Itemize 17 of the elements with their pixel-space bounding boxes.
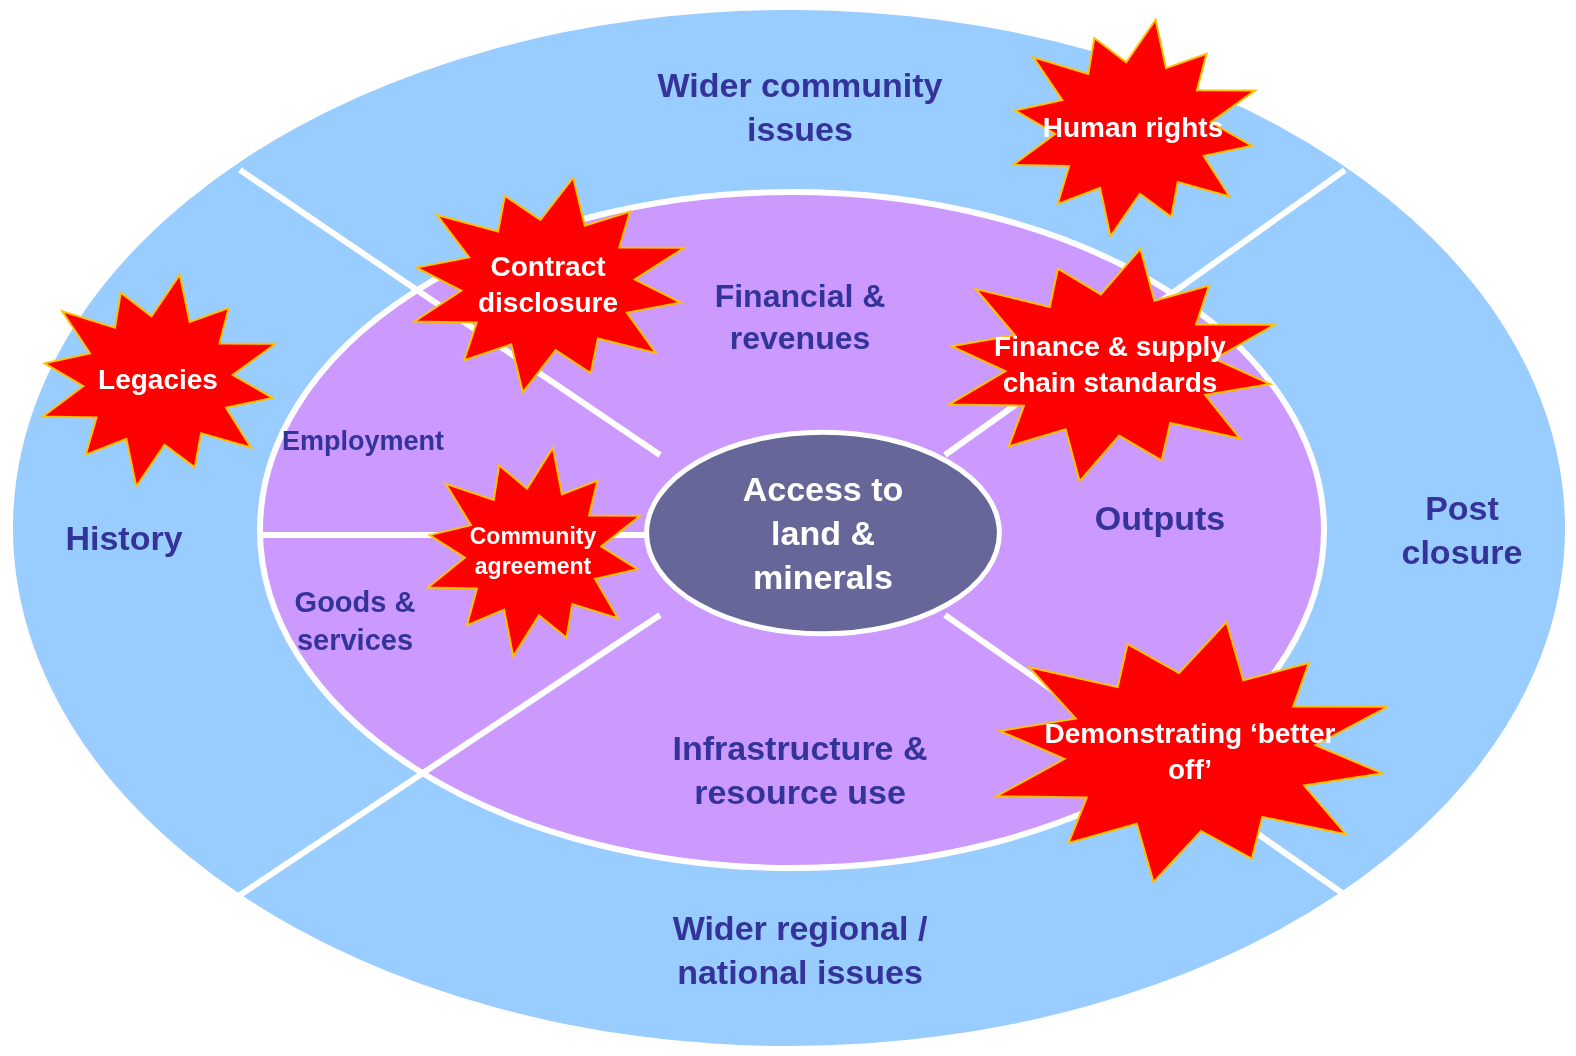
center-ellipse — [643, 428, 1003, 638]
sector-label: History — [65, 517, 183, 559]
sector-label: Financial & revenues — [713, 277, 887, 358]
sector-label: Post closure — [1400, 487, 1524, 573]
starburst-label: Human rights — [1042, 110, 1224, 145]
sector-label: Wider regional / national issues — [671, 907, 929, 993]
center-label: Access to land & minerals — [741, 468, 905, 599]
sector-label: Goods & services — [293, 585, 417, 658]
starburst-label: Contract disclosure — [476, 249, 620, 320]
sector-label: Outputs — [1094, 497, 1226, 539]
sector-label: Employment — [282, 425, 442, 459]
sector-label: Infrastructure & resource use — [671, 727, 929, 813]
sector-label: Wider community issues — [656, 64, 944, 150]
starburst-label: Legacies — [98, 362, 218, 397]
starburst-label: Community agreement — [468, 522, 598, 581]
starburst-label: Finance & supply chain standards — [993, 329, 1227, 400]
starburst-label: Demonstrating ‘better off’ — [1043, 716, 1337, 787]
